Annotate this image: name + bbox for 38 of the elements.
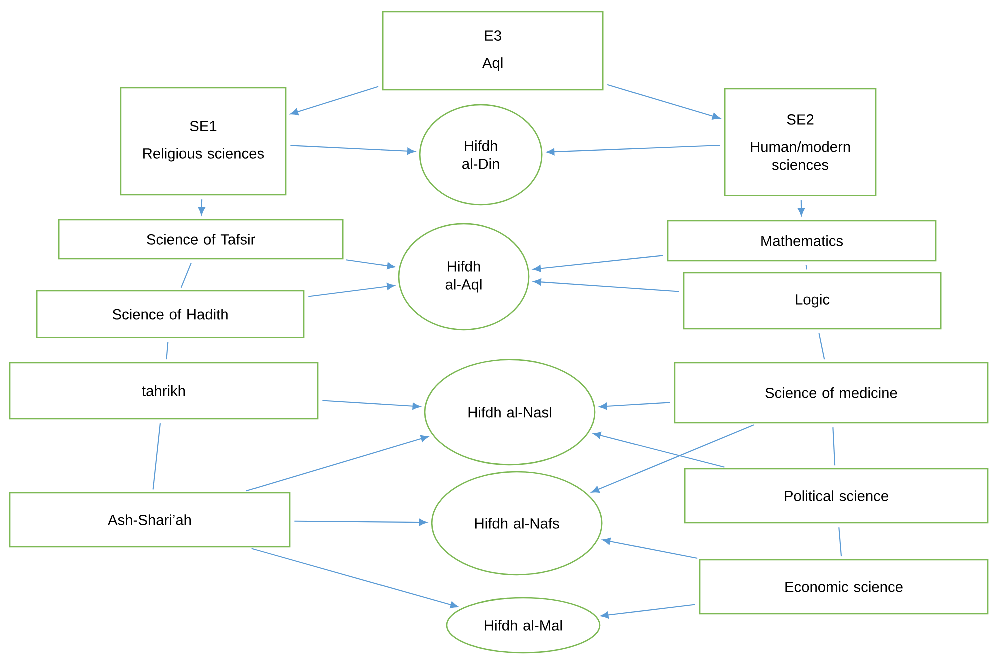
arrow [290, 86, 379, 116]
process-box: E3 Aql [382, 11, 604, 91]
arrow [198, 200, 206, 216]
arrow [252, 548, 459, 609]
process-box: Ash-Shari’ah [9, 492, 291, 548]
process-box: Political science [684, 468, 989, 524]
connector-line [180, 263, 192, 288]
arrow [600, 604, 696, 619]
arrow [593, 432, 725, 468]
arrow [246, 435, 429, 492]
arrow [346, 260, 396, 270]
process-box: SE2 Human/modern sciences [724, 88, 877, 197]
connector-line [832, 428, 836, 466]
connector-line [152, 424, 161, 490]
arrow [533, 255, 664, 272]
process-box: Mathematics [667, 220, 937, 262]
connector-line [166, 342, 169, 360]
arrow [534, 278, 680, 292]
connector-line [806, 265, 808, 270]
arrow [322, 400, 421, 410]
connector-line [818, 333, 826, 360]
process-box: Science of medicine [674, 362, 989, 424]
arrow [592, 424, 754, 494]
arrow [607, 84, 721, 120]
process-box: Science of Hadith [36, 290, 305, 339]
process-box: Economic science [699, 559, 989, 615]
arrow [546, 145, 720, 156]
arrow [798, 200, 806, 216]
process-box: Science of Tafsir [58, 219, 344, 260]
arrow [294, 519, 428, 526]
arrow [308, 283, 396, 298]
arrow [599, 402, 670, 410]
process-box: tahrikh [9, 362, 319, 420]
process-box: Logic [683, 272, 942, 330]
connector-line [838, 528, 842, 557]
process-box: SE1 Religious sciences [120, 87, 287, 196]
arrow [602, 538, 698, 560]
arrow [290, 145, 416, 155]
